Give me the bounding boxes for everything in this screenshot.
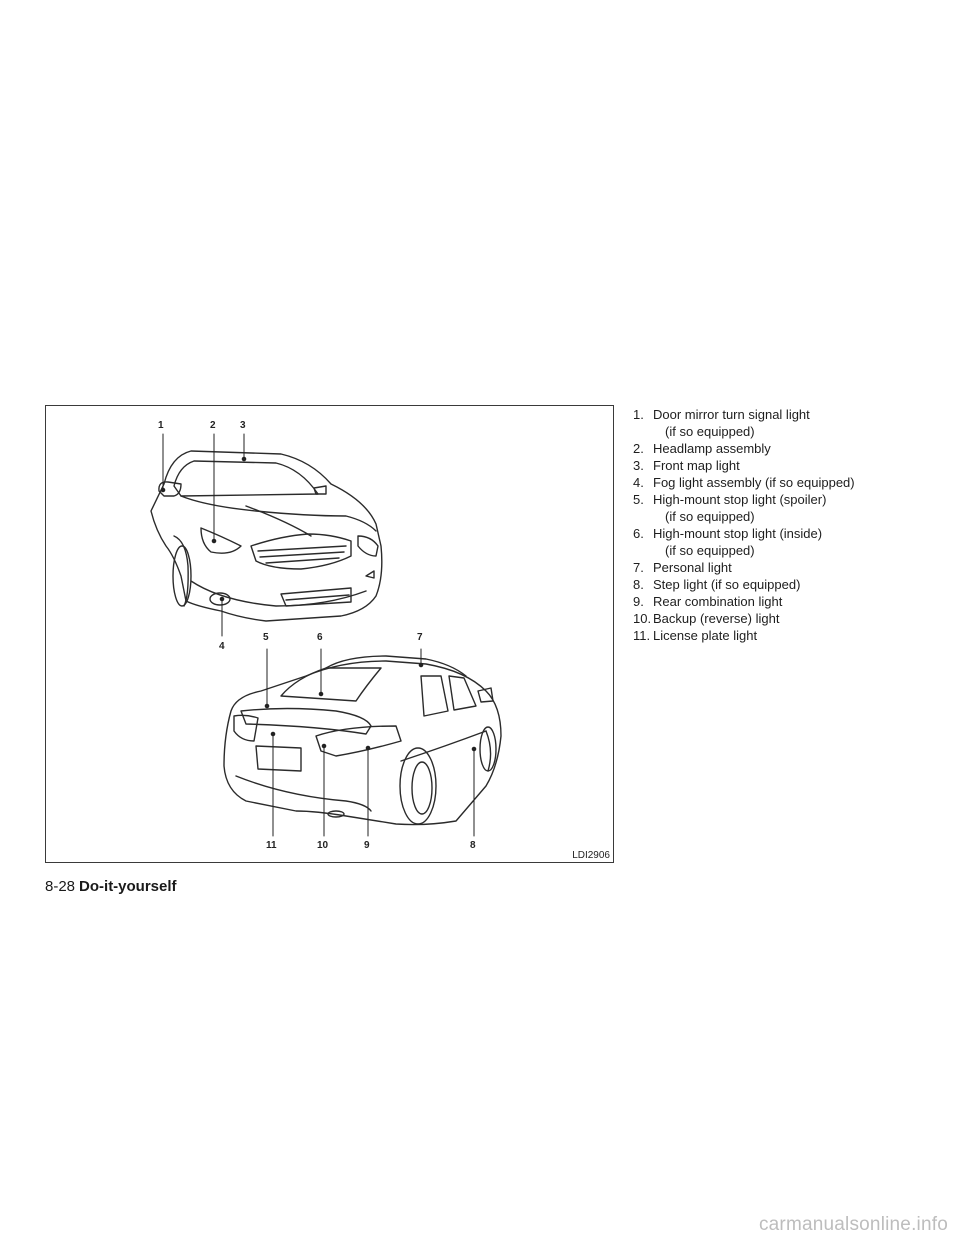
callout-3: 3 [240, 420, 246, 431]
car-illustration [150, 433, 502, 837]
callout-5: 5 [263, 632, 269, 643]
callout-leaders [160, 433, 477, 837]
callout-10: 10 [317, 840, 329, 851]
legend-item: 8.Step light (if so equipped) [633, 577, 801, 592]
callout-11: 11 [266, 840, 277, 851]
callout-4: 4 [219, 641, 225, 652]
callout-2: 2 [210, 420, 216, 431]
page-number: 8-28 [45, 878, 76, 895]
legend-item: 2.Headlamp assembly [633, 441, 771, 456]
legend-item: 3.Front map light [633, 458, 740, 473]
legend-item: 6.High-mount stop light (inside)(if so e… [633, 526, 823, 558]
rear-car-drawing [223, 655, 502, 826]
legend-item: 4.Fog light assembly (if so equipped) [633, 475, 855, 490]
callout-1: 1 [158, 420, 164, 431]
legend-item: 1.Door mirror turn signal light(if so eq… [633, 407, 810, 439]
callout-8: 8 [470, 840, 476, 851]
legend-item: 7.Personal light [633, 560, 732, 575]
lights-legend: 1.Door mirror turn signal light(if so eq… [633, 406, 933, 644]
callout-9: 9 [364, 840, 370, 851]
figure-code: LDI2906 [572, 850, 610, 861]
legend-item: 9.Rear combination light [633, 594, 783, 609]
callout-6: 6 [317, 632, 323, 643]
legend-item: 5.High-mount stop light (spoiler)(if so … [633, 492, 827, 524]
vehicle-lights-figure: 1 2 3 4 5 6 7 8 9 10 11 LDI2906 [45, 405, 614, 863]
legend-item: 11.License plate light [633, 628, 758, 643]
callout-7: 7 [417, 632, 423, 643]
legend-item: 10.Backup (reverse) light [633, 611, 780, 626]
watermark: carmanualsonline.info [758, 1214, 948, 1235]
front-car-drawing [150, 450, 383, 622]
section-title: Do-it-yourself [79, 878, 177, 895]
